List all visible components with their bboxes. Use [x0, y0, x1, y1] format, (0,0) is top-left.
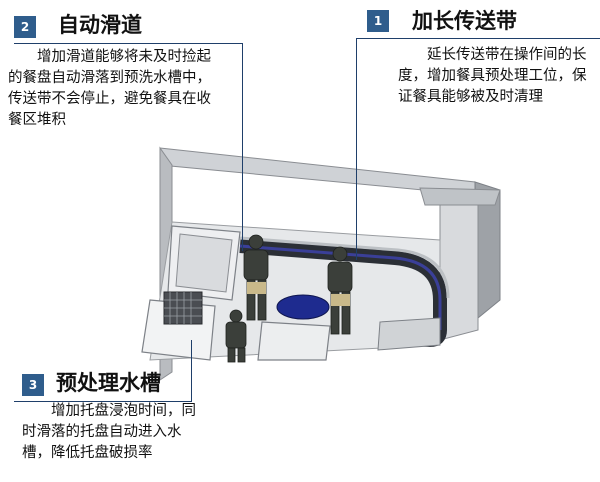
- callout-3-badge: 3: [22, 374, 44, 396]
- callout-1-badge: 1: [367, 10, 389, 32]
- callout-3-underline: [14, 401, 192, 402]
- callout-1-title: 加长传送带: [412, 9, 517, 33]
- callout-2-underline: [14, 43, 242, 44]
- callout-1-text: 延长传送带在操作间的长度，增加餐具预处理工位，保证餐具能够被及时清理: [398, 47, 587, 105]
- worker-figures: [225, 234, 353, 363]
- callout-1-leader: [356, 38, 357, 260]
- round-tank: [276, 294, 330, 320]
- callout-3-leader: [191, 340, 192, 402]
- callout-2-title: 自动滑道: [58, 13, 142, 37]
- callout-3-title: 预处理水槽: [56, 371, 161, 395]
- callout-1-underline: [356, 38, 600, 39]
- callout-3-text: 增加托盘浸泡时间，同时滑落的托盘自动进入水槽，降低托盘破损率: [22, 403, 196, 461]
- prewash-sink: [141, 225, 241, 361]
- callout-2-leader: [242, 43, 243, 251]
- callout-2-text: 增加滑道能够将未及时捡起的餐盘自动滑落到预洗水槽中，传送带不会停止，避免餐具在收…: [8, 49, 211, 128]
- front-counter: [257, 317, 441, 361]
- callout-2-badge: 2: [14, 16, 36, 38]
